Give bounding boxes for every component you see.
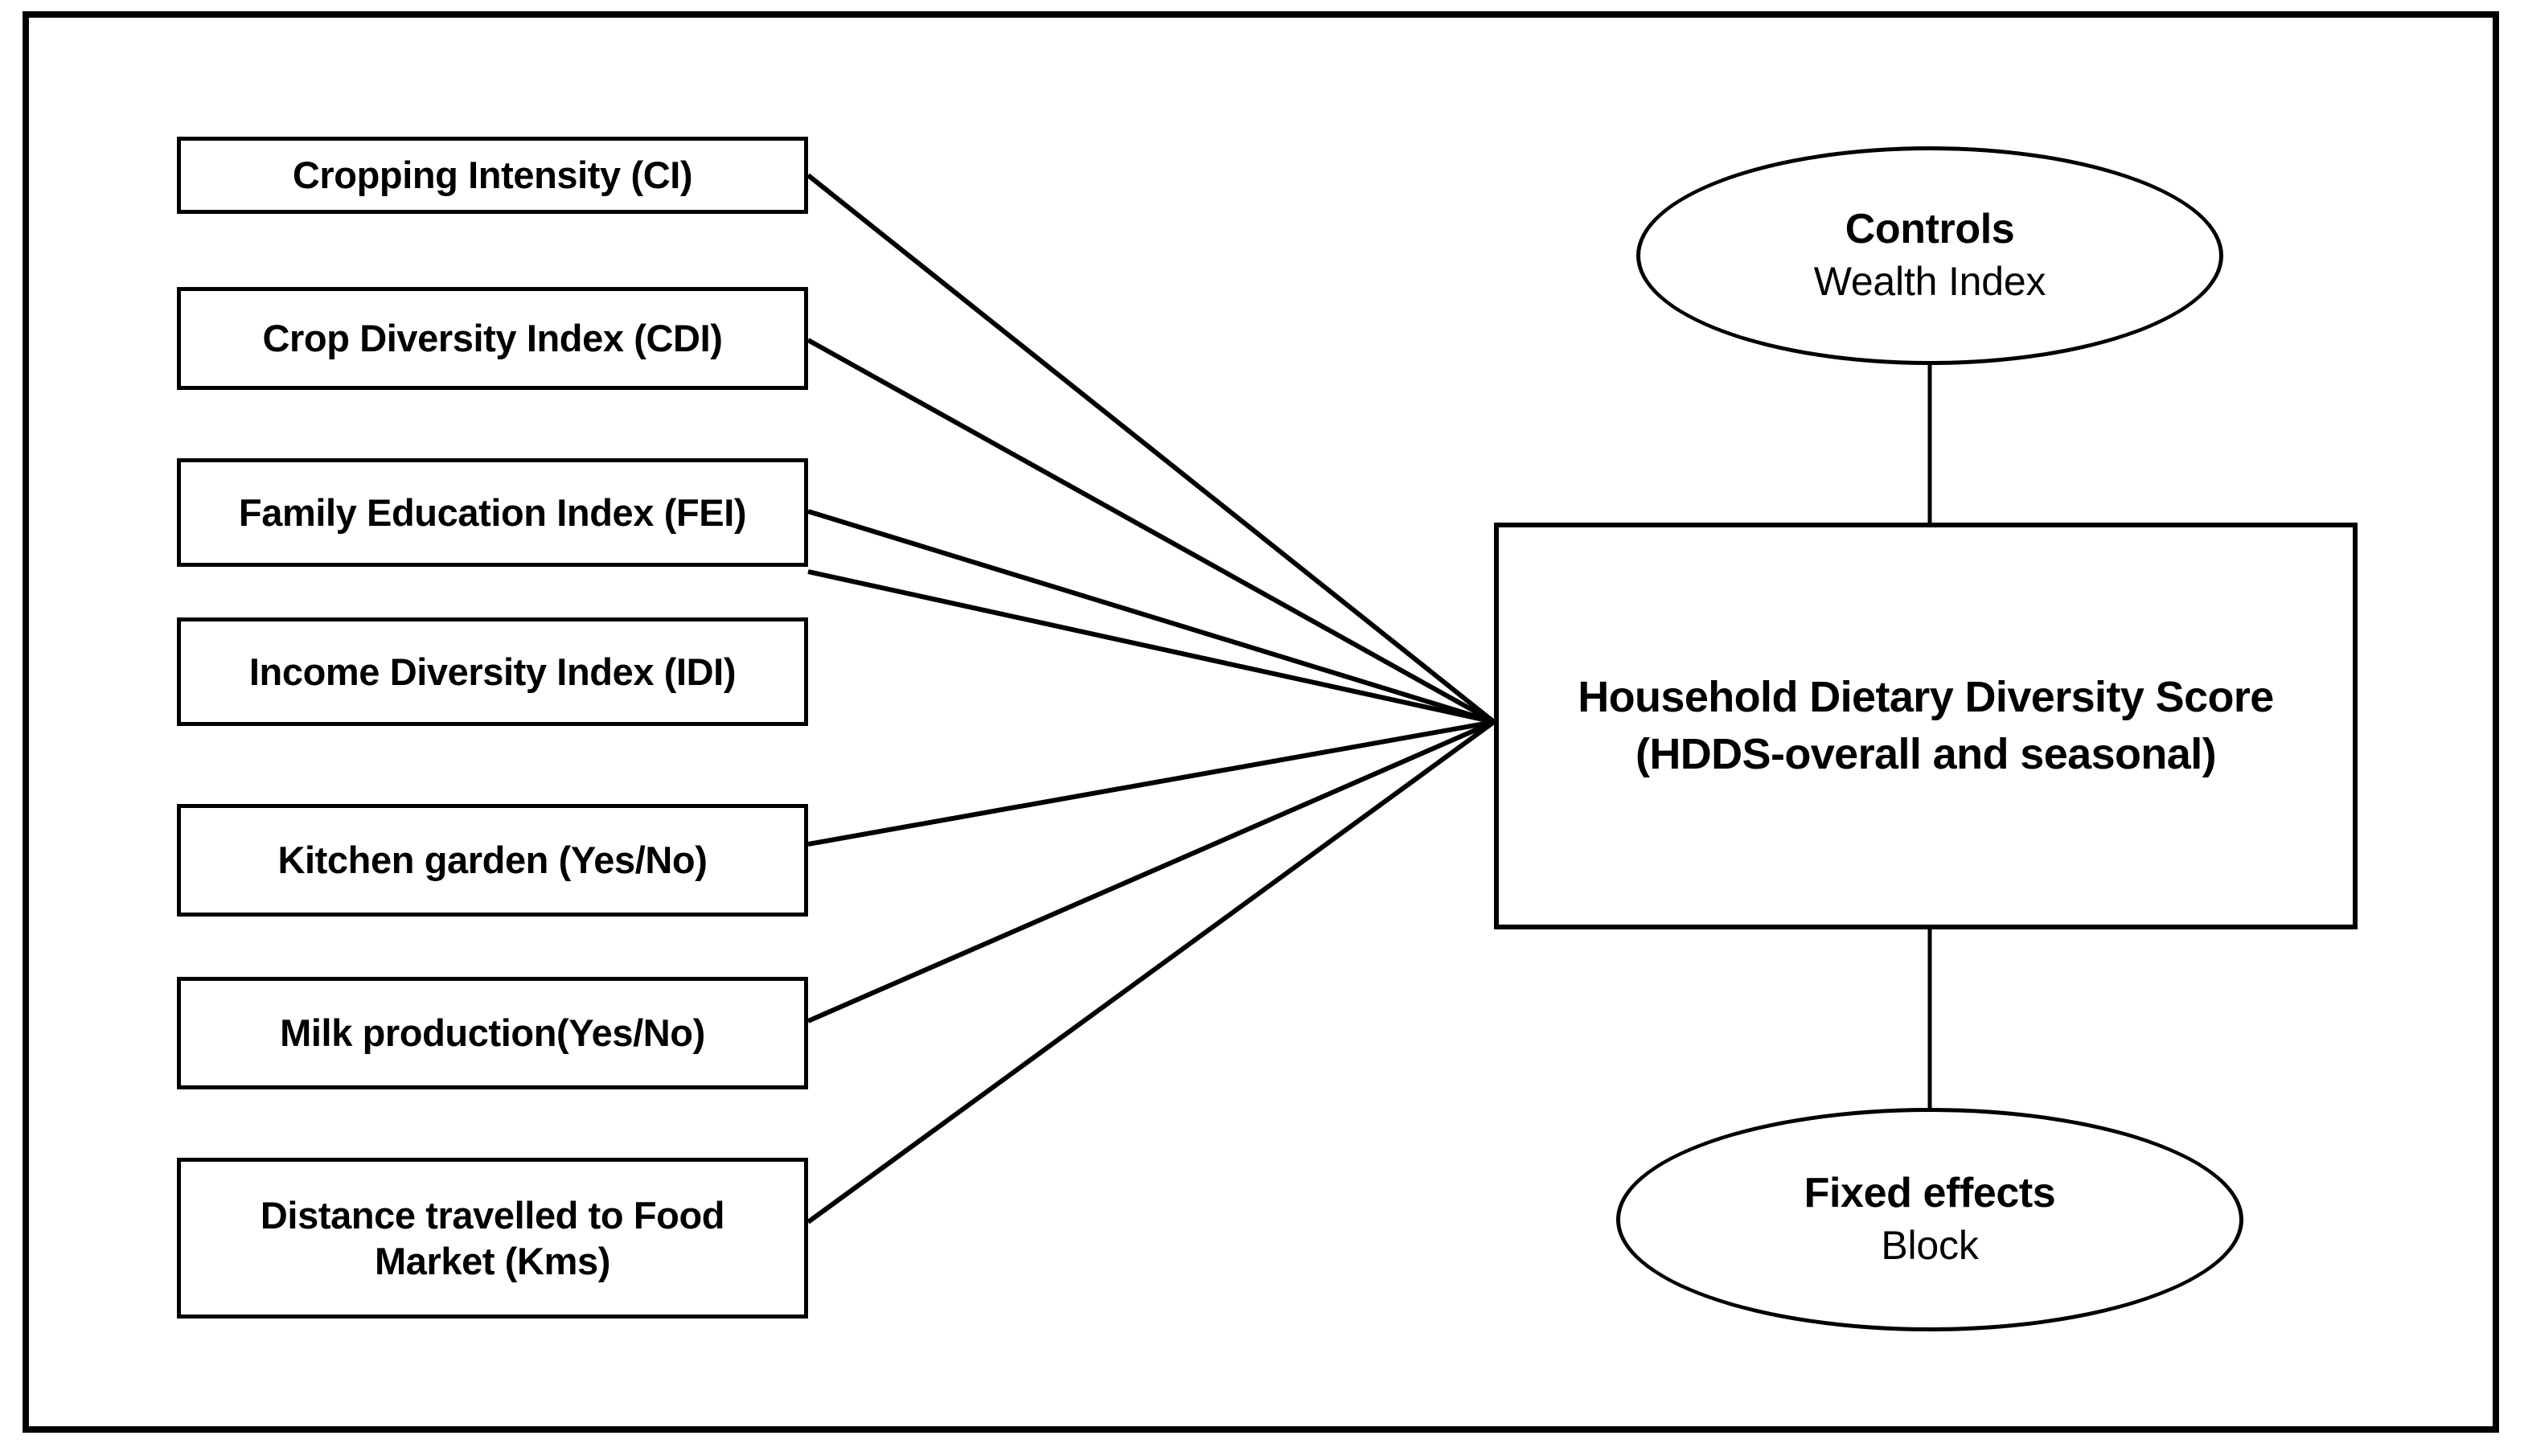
predictor-box-milk-production[interactable]: Milk production(Yes/No) <box>177 977 808 1089</box>
predictor-label: Crop Diversity Index (CDI) <box>262 317 723 360</box>
diagram-outer-frame <box>23 11 2499 1433</box>
predictor-box-income-diversity-index[interactable]: Income Diversity Index (IDI) <box>177 617 808 726</box>
controls-title: Controls <box>1845 205 2015 252</box>
fixed-effects-ellipse[interactable]: Fixed effects Block <box>1616 1108 2243 1331</box>
predictor-box-kitchen-garden[interactable]: Kitchen garden (Yes/No) <box>177 804 808 917</box>
predictor-label: Income Diversity Index (IDI) <box>248 650 737 693</box>
predictor-box-distance-to-market[interactable]: Distance travelled to Food Market (Kms) <box>177 1158 808 1319</box>
predictor-box-cropping-intensity[interactable]: Cropping Intensity (CI) <box>177 137 808 214</box>
controls-subtitle: Wealth Index <box>1813 259 2046 305</box>
predictor-label: Distance travelled to Food Market (Kms) <box>260 1193 725 1282</box>
predictor-label: Milk production(Yes/No) <box>280 1011 705 1055</box>
predictor-label: Cropping Intensity (CI) <box>292 154 693 197</box>
fixed-effects-subtitle: Block <box>1881 1223 1979 1269</box>
outcome-box-hdds[interactable]: Household Dietary Diversity Score (HDDS-… <box>1494 523 2358 929</box>
outcome-label: Household Dietary Diversity Score (HDDS-… <box>1578 672 2274 778</box>
controls-ellipse[interactable]: Controls Wealth Index <box>1636 146 2223 365</box>
predictor-label: Family Education Index (FEI) <box>238 490 747 534</box>
fixed-effects-title: Fixed effects <box>1804 1169 2056 1216</box>
predictor-label: Kitchen garden (Yes/No) <box>277 839 708 882</box>
predictor-box-family-education-index[interactable]: Family Education Index (FEI) <box>177 458 808 567</box>
predictor-box-crop-diversity-index[interactable]: Crop Diversity Index (CDI) <box>177 287 808 390</box>
